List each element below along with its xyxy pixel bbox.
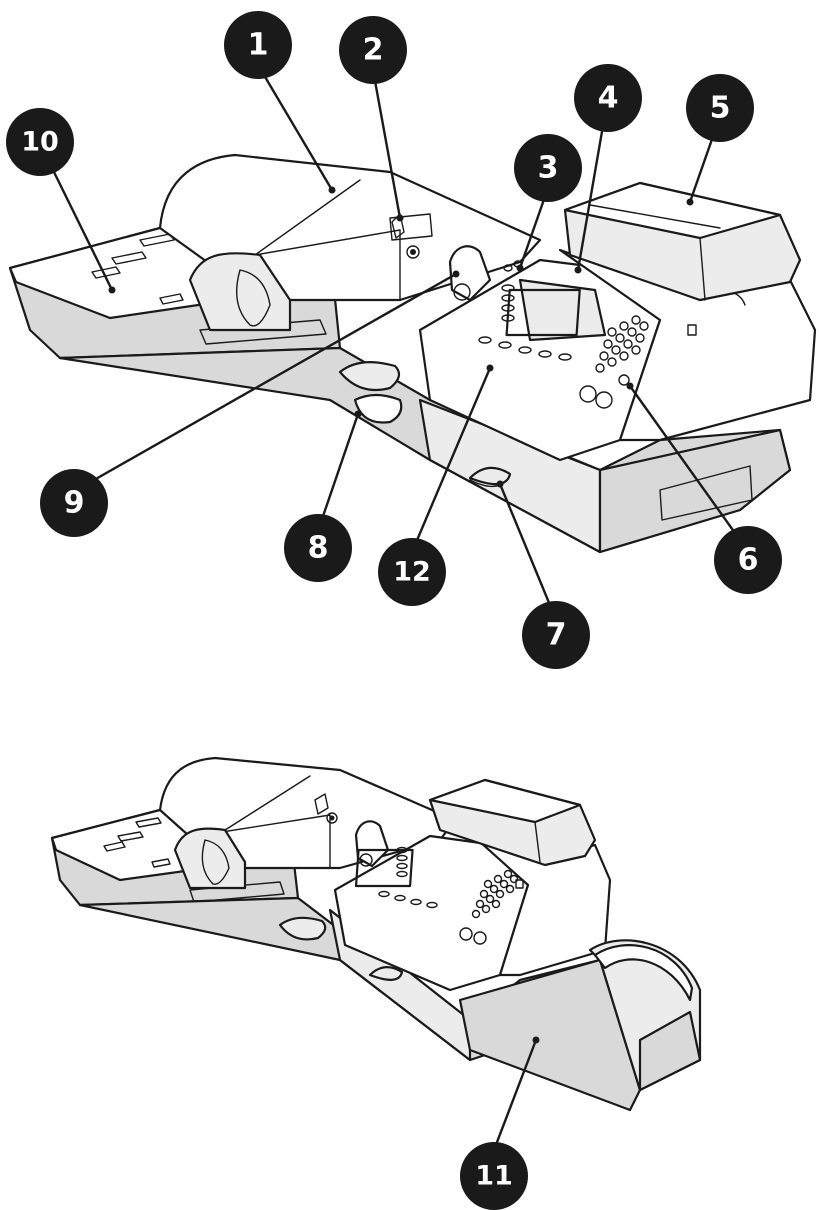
- callout-label-2: 2: [363, 33, 384, 68]
- callout-badge-3: 3: [514, 134, 582, 202]
- callout-badge-9: 9: [40, 469, 108, 537]
- callout-badge-5: 5: [686, 74, 754, 142]
- callout-label-12: 12: [393, 557, 431, 588]
- postage-meter-illustration: [8, 64, 817, 611]
- callout-badge-12: 12: [378, 538, 446, 606]
- callout-badge-7: 7: [522, 601, 590, 669]
- callout-label-1: 1: [248, 28, 269, 63]
- callout-badge-2: 2: [339, 16, 407, 84]
- callout-badge-4: 4: [574, 64, 642, 132]
- callout-badge-10: 10: [6, 108, 74, 176]
- leader-lines-top: [50, 64, 741, 611]
- callout-label-3: 3: [538, 151, 559, 186]
- callout-badge-1: 1: [224, 11, 292, 79]
- callout-label-11: 11: [475, 1161, 513, 1192]
- callout-badge-11: 11: [460, 1142, 528, 1210]
- callout-label-9: 9: [64, 486, 85, 521]
- postage-meter-with-stacker-illustration: [50, 756, 702, 1151]
- callout-badge-8: 8: [284, 514, 352, 582]
- callout-label-8: 8: [308, 531, 329, 566]
- callout-label-10: 10: [21, 127, 59, 158]
- callout-label-5: 5: [710, 91, 731, 126]
- callout-label-4: 4: [598, 81, 619, 116]
- callout-badge-6: 6: [714, 526, 782, 594]
- callout-label-6: 6: [738, 543, 759, 578]
- callout-label-7: 7: [546, 618, 567, 653]
